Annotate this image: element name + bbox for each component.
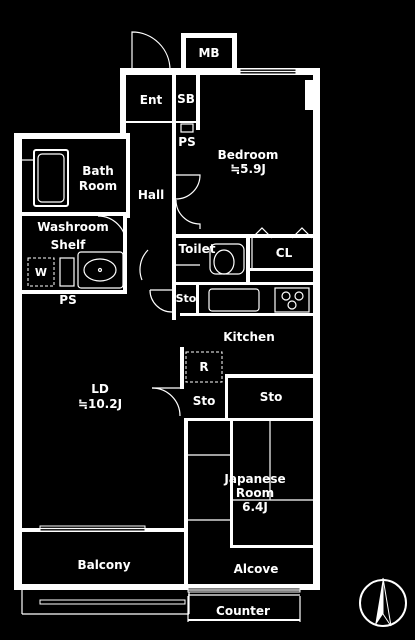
balcony-window	[21, 525, 190, 615]
ps-top-shaft	[180, 123, 194, 133]
cl-label: CL	[276, 246, 293, 260]
ent-label: Ent	[140, 93, 163, 107]
ld-label: LD	[91, 382, 109, 396]
japanese-room-label-line1: Japanese	[223, 472, 285, 486]
bath-label-line2: Room	[79, 179, 117, 193]
mb-label: MB	[198, 46, 219, 60]
japanese-window	[187, 587, 301, 622]
sto-small-label: Sto	[176, 292, 197, 305]
kitchen-counter	[208, 287, 310, 313]
hall-label: Hall	[138, 188, 164, 202]
toilet-fixture	[176, 243, 245, 275]
bedroom-size: ≒5.9J	[230, 162, 266, 176]
interior-walls	[22, 75, 313, 588]
entrance-door[interactable]	[131, 31, 171, 71]
exterior-walls	[14, 33, 320, 590]
kitchen-label: Kitchen	[223, 330, 275, 344]
japanese-room-label-line2: Room	[236, 486, 274, 500]
bath-label-line1: Bath	[82, 164, 114, 178]
sb-label: SB	[177, 92, 195, 106]
refrigerator-box	[185, 351, 223, 383]
sto-right-label: Sto	[260, 390, 283, 404]
hall-door-swing[interactable]	[139, 249, 173, 313]
bath-door[interactable]	[97, 215, 127, 245]
japanese-room-size: 6.4J	[242, 500, 268, 514]
closet-doors[interactable]	[251, 227, 313, 268]
tatami-lines	[188, 421, 313, 521]
shelf-label: Shelf	[51, 238, 86, 252]
ld-door[interactable]	[151, 387, 181, 417]
bedroom-window	[239, 68, 297, 75]
sto-left-label: Sto	[193, 394, 216, 408]
wash-basin	[77, 251, 124, 289]
washer-box	[27, 257, 75, 287]
north-compass-icon	[359, 577, 407, 627]
counter-label: Counter	[216, 604, 270, 618]
bedroom-door[interactable]	[175, 174, 201, 229]
ps-top-label: PS	[178, 135, 195, 149]
refrigerator-label: R	[199, 360, 208, 374]
bathtub	[22, 149, 69, 207]
ld-size: ≒10.2J	[78, 397, 122, 411]
toilet-label: Toilet	[179, 242, 216, 256]
washer-label: W	[35, 266, 47, 279]
alcove-label: Alcove	[234, 562, 279, 576]
balcony-label: Balcony	[77, 558, 130, 572]
ps-left-label: PS	[59, 293, 76, 307]
washroom-label: Washroom	[37, 220, 109, 234]
bedroom-label: Bedroom	[218, 148, 279, 162]
